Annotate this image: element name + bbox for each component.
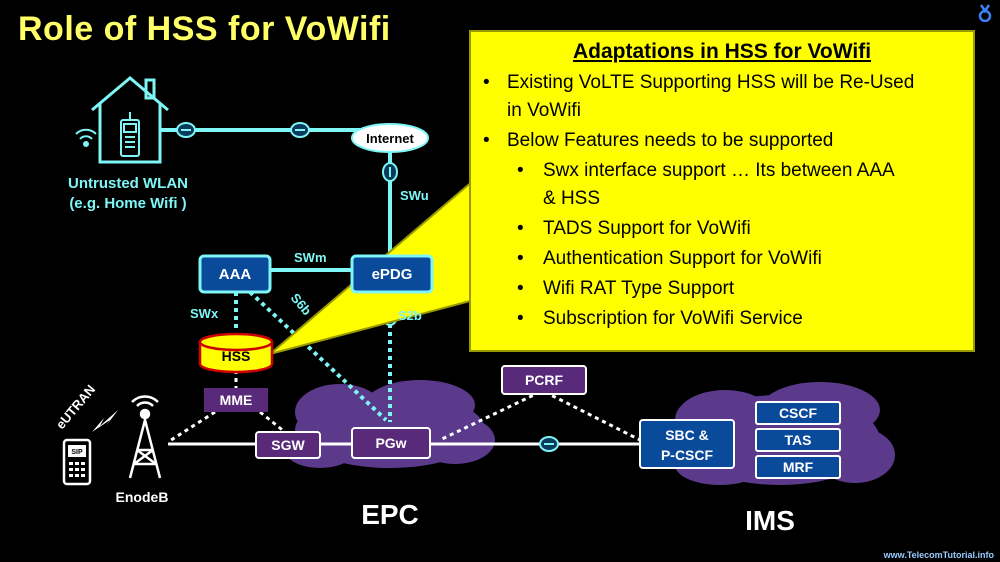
callout-box: Adaptations in HSS for VoWifi Existing V… [469, 30, 975, 352]
sgw-label: SGW [271, 437, 305, 453]
pcrf-node[interactable] [501, 365, 587, 395]
s2b-label: S2b [398, 308, 422, 323]
mme-node[interactable] [204, 388, 268, 412]
callout-bullet-continuation: in VoWifi [507, 100, 581, 121]
sbc-label-1: SBC & [665, 427, 709, 443]
s6b-label: S6b [288, 290, 315, 318]
callout-bullet-list: Existing VoLTE Supporting HSS will be Re… [471, 68, 973, 334]
callout-bullet: Below Features needs to be supported [471, 126, 973, 156]
callout-bullet: Existing VoLTE Supporting HSS will be Re… [471, 68, 973, 98]
tas-label: TAS [785, 432, 812, 448]
swu-label: SWu [400, 188, 429, 203]
epc-label: EPC [361, 499, 419, 530]
callout-sub-bullet: Wifi RAT Type Support [471, 274, 973, 304]
logo-icon [978, 4, 992, 22]
hss-label: HSS [222, 348, 251, 364]
mme-label: MME [220, 392, 253, 408]
wifi-icon [75, 128, 97, 147]
eutran-label: eUTRAN [53, 382, 98, 432]
internet-cloud [351, 123, 429, 153]
footer-url: www.TelecomTutorial.info [883, 550, 994, 560]
epdg-label: ePDG [372, 266, 413, 283]
callout-sub-bullet-continuation: & HSS [543, 188, 601, 209]
sbc-pcscf-node[interactable] [639, 419, 735, 469]
sip-phone-icon [62, 438, 92, 486]
cscf-label: CSCF [779, 405, 818, 421]
home-icon [91, 76, 169, 164]
swm-label: SWm [294, 250, 327, 265]
aaa-node[interactable] [198, 254, 272, 294]
wlan-label-1: Untrusted WLAN [68, 175, 188, 192]
hss-database-icon[interactable] [198, 332, 274, 374]
mrf-label: MRF [783, 459, 814, 475]
pgw-label: PGw [375, 435, 406, 451]
wlan-label-2: (e.g. Home Wifi ) [69, 195, 186, 212]
callout-sub-bullet: Swx interface support … Its between AAA [471, 156, 973, 186]
cyan-links [160, 128, 392, 272]
callout-heading: Adaptations in HSS for VoWifi [572, 40, 872, 63]
callout-sub-bullet: TADS Support for VoWifi [471, 214, 973, 244]
enodeb-label: EnodeB [116, 489, 169, 505]
aaa-label: AAA [219, 266, 252, 283]
epdg-node[interactable] [350, 254, 434, 294]
ims-nodes[interactable] [755, 401, 841, 479]
pcrf-label: PCRF [525, 372, 564, 388]
ims-label: IMS [745, 505, 795, 536]
slide-title: Role of HSS for VoWifi [18, 10, 391, 48]
swx-label: SWx [190, 306, 219, 321]
tower-icon [128, 395, 162, 479]
mobile-phone-icon [120, 112, 140, 157]
gm-reference-point [539, 436, 559, 452]
internet-label: Internet [366, 131, 414, 146]
sgw-node[interactable] [255, 431, 321, 459]
pgw-node[interactable] [351, 427, 431, 459]
sbc-label-2: P-CSCF [661, 447, 714, 463]
sip-label: SIP [71, 449, 83, 456]
callout-sub-bullet: Subscription for VoWifi Service [471, 304, 973, 334]
signal-bolt-icon [92, 410, 118, 432]
callout-sub-bullet: Authentication Support for VoWifi [471, 244, 973, 274]
cyan-dotted-links [234, 290, 392, 422]
